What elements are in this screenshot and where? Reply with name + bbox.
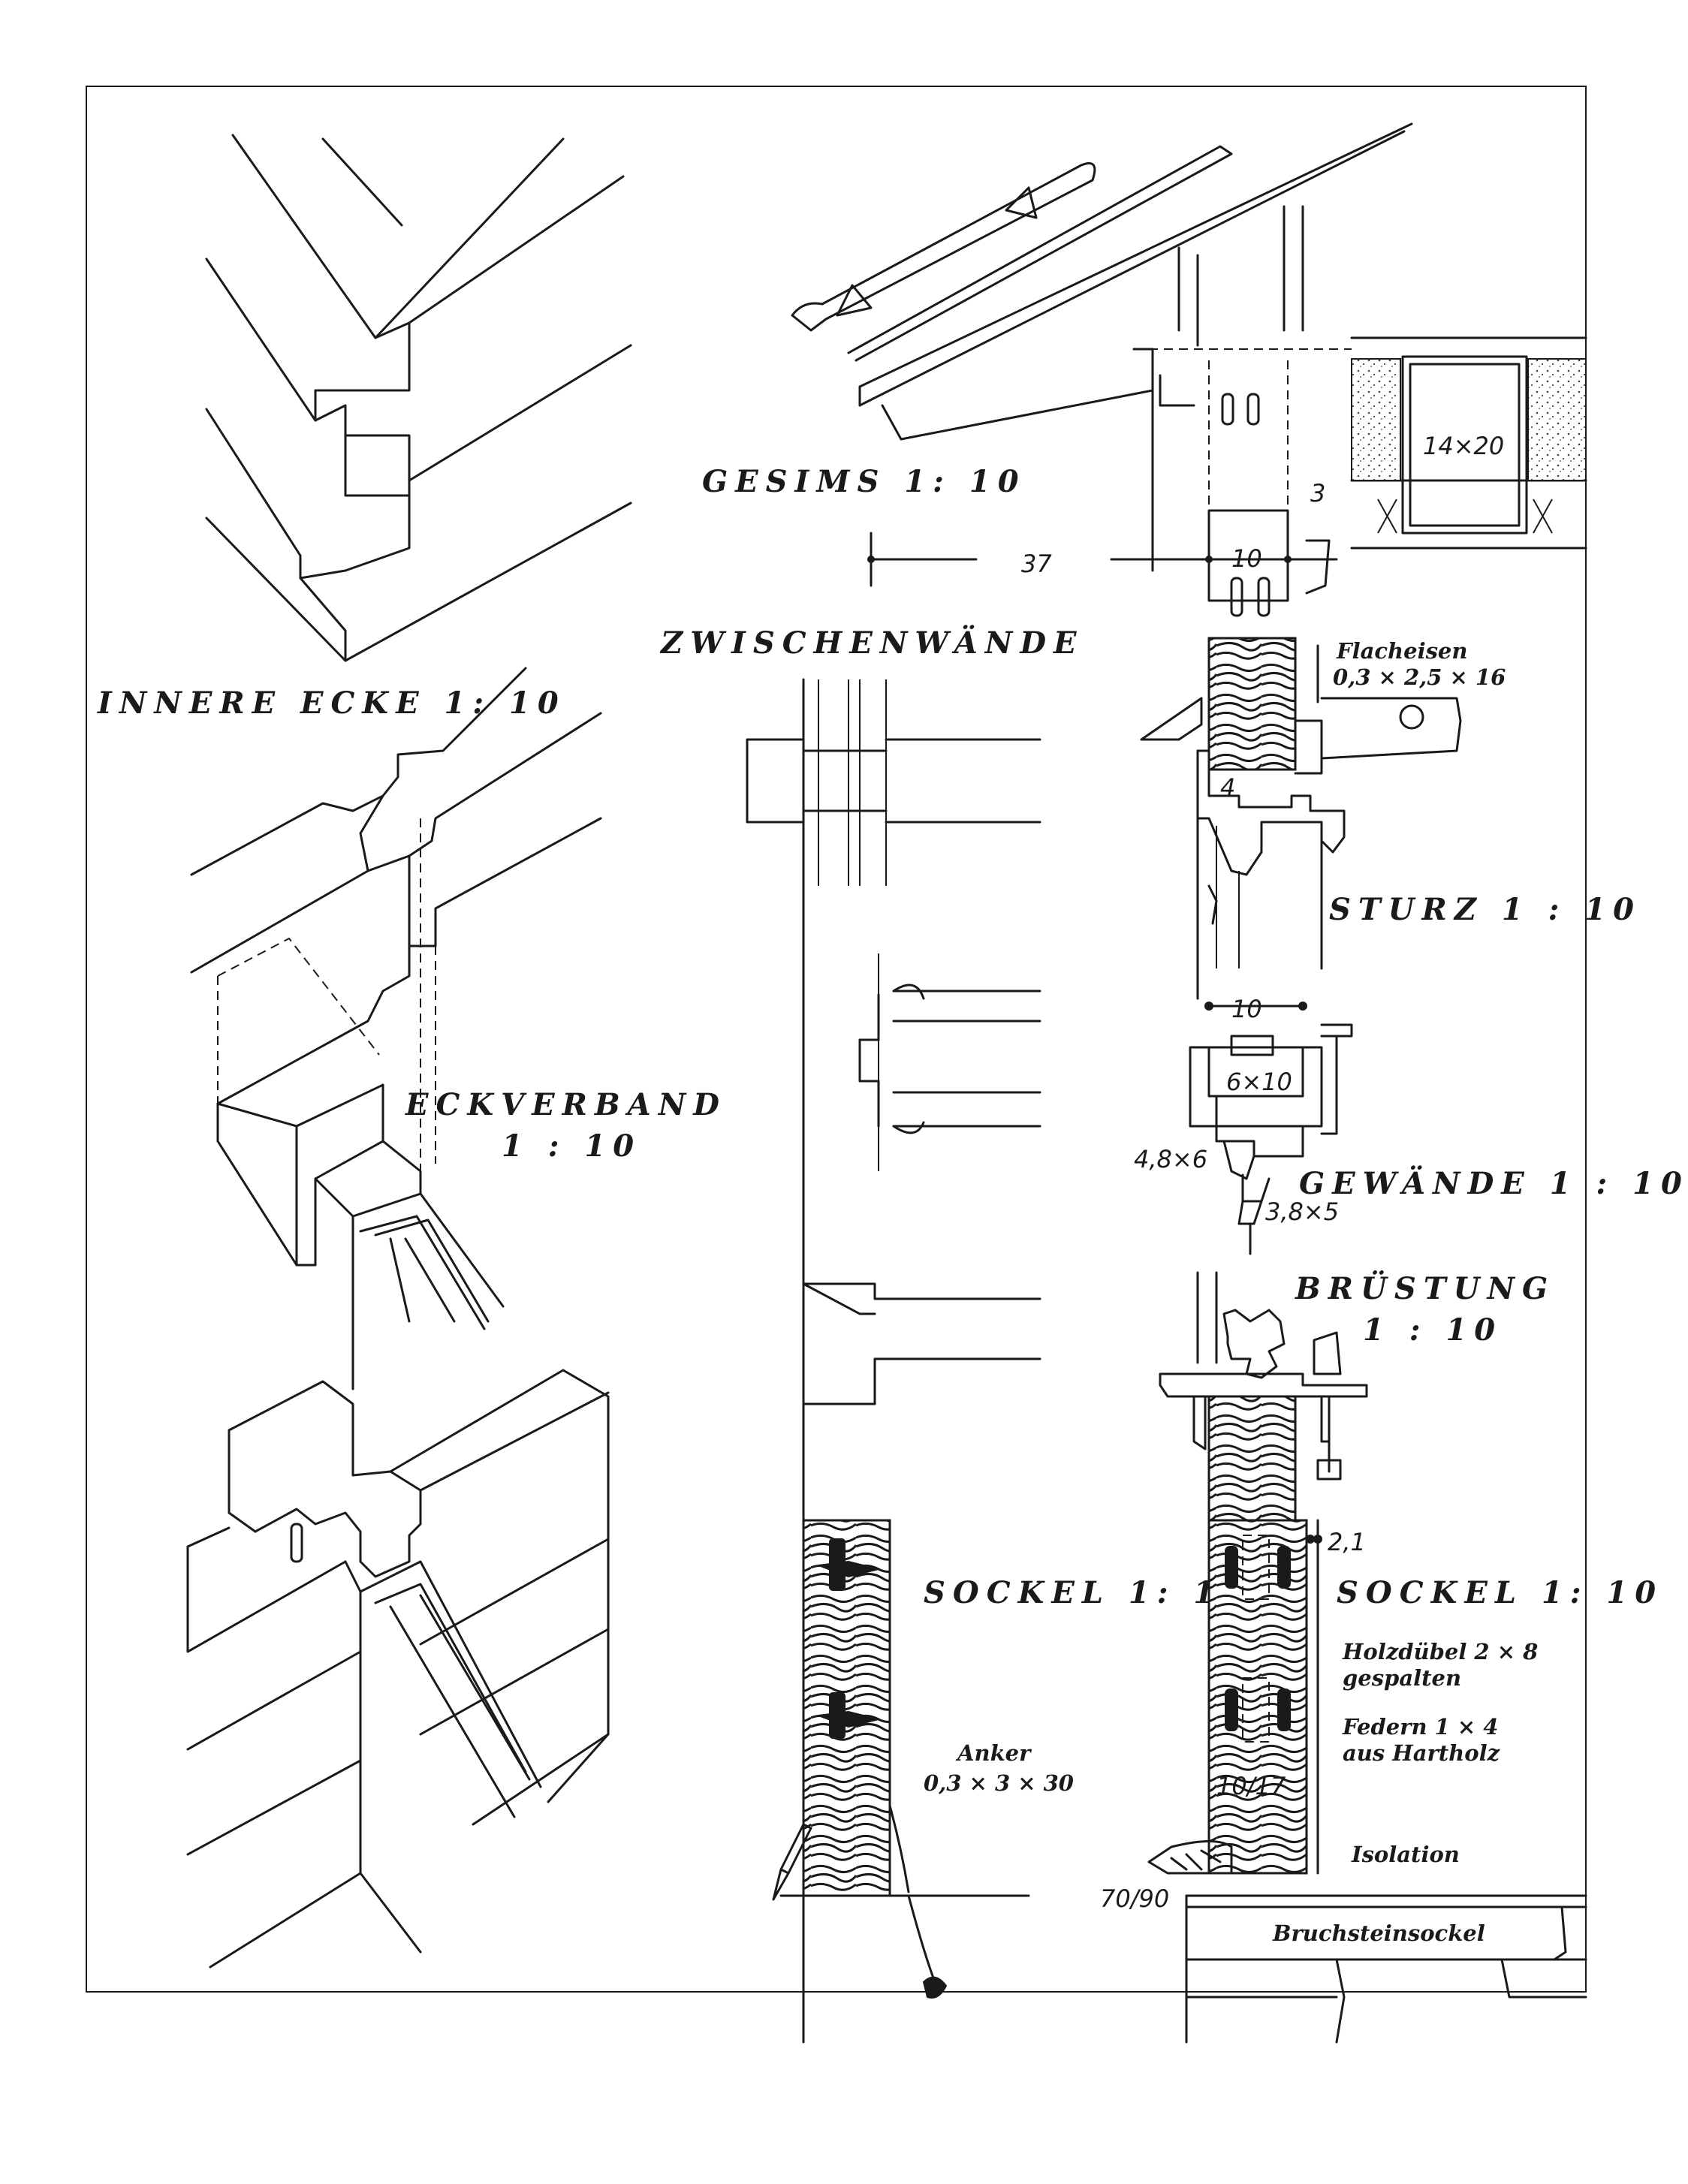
sturz-drawing — [1140, 637, 1462, 970]
gesims-label: GESIMS 1: 10 — [702, 464, 1026, 499]
dim-3-8x5: 3,8×5 — [1265, 1197, 1339, 1226]
dim-10-top: 10 — [1231, 544, 1262, 573]
dim-14x20: 14×20 — [1423, 432, 1504, 460]
dim-37: 37 — [1021, 550, 1052, 578]
sockel-right-label: SOCKEL 1: 10 — [1337, 1575, 1663, 1610]
flacheisen-note-1: Flacheisen — [1336, 638, 1467, 664]
gewaende-drawing — [1189, 967, 1353, 1255]
zwischenwaende-drawing — [746, 678, 1041, 2044]
bruestung-label-2: 1 : 10 — [1363, 1312, 1503, 1348]
sheet-frame — [86, 86, 1587, 1993]
bruestung-drawing — [1159, 1271, 1368, 1548]
dim-10-gewaende: 10 — [1231, 995, 1262, 1023]
sockel-left-drawing — [772, 1519, 1030, 1999]
flacheisen-note-2: 0,3 × 2,5 × 16 — [1333, 664, 1506, 690]
federn-note-1: Federn 1 × 4 — [1342, 1714, 1499, 1740]
innere-ecke-drawing — [205, 134, 632, 662]
dim-2-1: 2,1 — [1328, 1528, 1366, 1556]
gewaende-label: GEWÄNDE 1 : 10 — [1299, 1166, 1688, 1201]
innere-ecke-label: INNERE ECKE 1: 10 — [97, 685, 566, 721]
bruestung-label-1: BRÜSTUNG — [1295, 1271, 1555, 1306]
dim-4-8x6: 4,8×6 — [1134, 1145, 1207, 1173]
eckverband-label-1: ECKVERBAND — [405, 1087, 727, 1122]
zwischenwaende-label: ZWISCHENWÄNDE — [659, 625, 1084, 661]
dim-6x10: 6×10 — [1226, 1068, 1292, 1096]
sockel-left-label: SOCKEL 1: 10 — [924, 1575, 1250, 1610]
bruchsteinsockel-note: Bruchsteinsockel — [1272, 1920, 1485, 1946]
dim-3: 3 — [1310, 479, 1325, 508]
dim-70-90: 70/90 — [1100, 1884, 1169, 1913]
sturz-label: STURZ 1 : 10 — [1329, 892, 1641, 927]
eckverband-lower-drawing — [186, 1369, 610, 1969]
federn-note-2: aus Hartholz — [1343, 1740, 1500, 1766]
isolation-note: Isolation — [1351, 1842, 1460, 1867]
holzduebel-note-1: Holzdübel 2 × 8 — [1342, 1639, 1538, 1664]
dim-4: 4 — [1220, 773, 1235, 802]
dim-10-17: 10/17 — [1216, 1772, 1286, 1800]
eckverband-drawing — [190, 667, 602, 1390]
anker-note-2: 0,3 × 3 × 30 — [924, 1770, 1074, 1796]
eckverband-label-2: 1 : 10 — [502, 1128, 641, 1164]
sockel-right-drawing — [1147, 1519, 1587, 2044]
holzduebel-note-2: gespalten — [1343, 1665, 1461, 1691]
gesims-drawing — [791, 122, 1587, 617]
anker-note-1: Anker — [955, 1740, 1032, 1766]
